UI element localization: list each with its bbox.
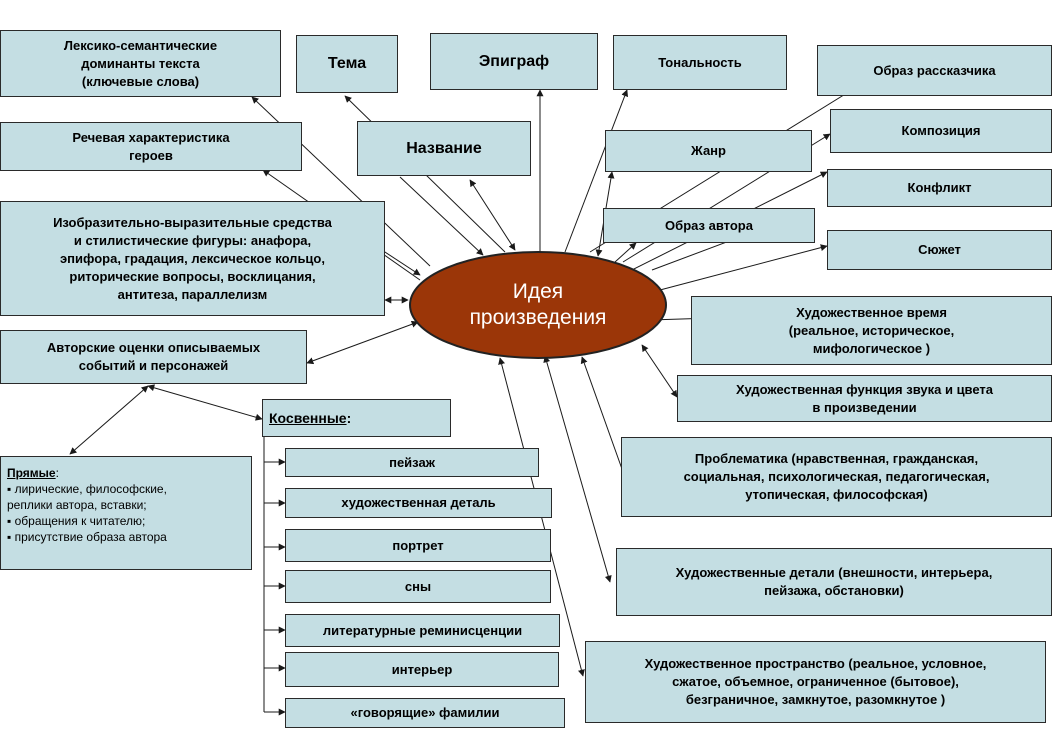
direct-title: Прямые (7, 466, 56, 480)
arrow-author-image (614, 242, 637, 263)
center-ellipse (409, 251, 667, 359)
direct-item: лирические, философские, реплики автора,… (7, 481, 167, 513)
box-plot: Сюжет (827, 230, 1052, 270)
box-epigraph: Эпиграф (430, 33, 598, 90)
arrow-details (543, 355, 612, 583)
indirect-item-interior: интерьер (285, 652, 559, 687)
box-direct: Прямые: лирические, философские, реплики… (0, 456, 252, 570)
arrow-eval-indirect (147, 384, 263, 421)
indirect-item-reminiscences: литературные реминисценции (285, 614, 560, 647)
box-sound-color: Художественная функция звука и цвета в п… (677, 375, 1052, 422)
box-title: Название (357, 121, 531, 176)
box-means: Изобразительно-выразительные средства и … (0, 201, 385, 316)
box-author-eval: Авторские оценки описываемых событий и п… (0, 330, 307, 384)
indirect-title: Косвенные (269, 410, 347, 426)
indirect-title-suffix: : (346, 410, 352, 426)
indirect-item-landscape: пейзаж (285, 448, 539, 477)
box-author-image: Образ автора (603, 208, 815, 243)
box-conflict: Конфликт (827, 169, 1052, 207)
box-speech: Речевая характеристика героев (0, 122, 302, 171)
box-art-time: Художественное время (реальное, историче… (691, 296, 1052, 365)
box-theme: Тема (296, 35, 398, 93)
arrow-eval-direct (69, 385, 149, 455)
indirect-header: Косвенные: (262, 399, 451, 437)
box-tonality: Тональность (613, 35, 787, 90)
indirect-item-names: «говорящие» фамилии (285, 698, 565, 728)
box-space: Художественное пространство (реальное, у… (585, 641, 1046, 723)
center-label: Идея произведения (469, 280, 607, 329)
box-lexical: Лексико-семантические доминанты текста (… (0, 30, 281, 97)
arrow-plot (659, 244, 828, 291)
box-genre: Жанр (605, 130, 812, 172)
arrow-title-to-center (399, 176, 484, 256)
arrow-author-eval (306, 320, 419, 365)
arrow-sound-color (641, 344, 678, 398)
box-problems: Проблематика (нравственная, гражданская,… (621, 437, 1052, 517)
center-idea: Идея произведения (408, 250, 668, 360)
direct-title-suffix: : (55, 466, 59, 480)
direct-item: присутствие образа автора (7, 529, 167, 545)
direct-item: обращения к читателю; (7, 513, 146, 529)
indirect-item-portrait: портрет (285, 529, 551, 562)
indirect-item-detail: художественная деталь (285, 488, 552, 518)
box-details: Художественные детали (внешности, интерь… (616, 548, 1052, 616)
box-composition: Композиция (830, 109, 1052, 153)
box-narrator: Образ рассказчика (817, 45, 1052, 96)
arrow-center-title (469, 179, 516, 251)
indirect-item-dreams: сны (285, 570, 551, 603)
arrow-to-tonality (564, 89, 629, 253)
